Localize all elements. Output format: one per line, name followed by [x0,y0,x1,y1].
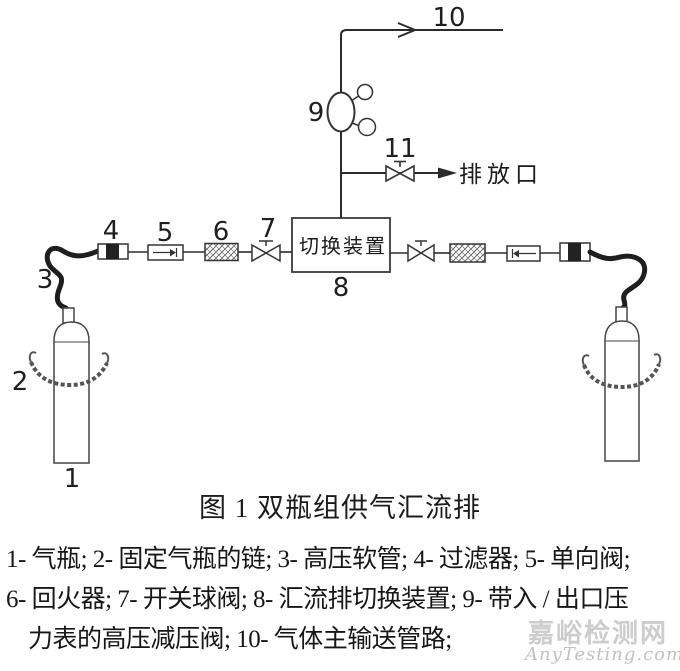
drain-valve-icon [385,160,415,183]
high-pressure-hose-left [44,245,101,311]
main-outlet-pipe [340,22,503,218]
figure-caption: 图 1 双瓶组供气汇流排 [199,493,481,523]
label-6: 6 [213,217,230,247]
figure-legend: 1- 气瓶; 2- 固定气瓶的链; 3- 高压软管; 4- 过滤器; 5- 单向… [6,540,680,660]
check-valve-left-icon [147,244,184,261]
drain-branch [341,160,457,183]
flashback-arrestor-right-icon [449,243,486,263]
watermark-site-name: 嘉峪检测网 [528,619,669,648]
gauge-icon [357,117,377,137]
fixing-chain-left-icon [28,351,110,388]
switch-device-label: 切换装置 [299,235,387,258]
label-9: 9 [308,98,325,128]
discharge-port-label: 排放口 [459,162,543,187]
label-11: 11 [383,134,416,164]
manifold-diagram: 10 9 11 排放口 切换装置 8 [12,3,662,494]
filter-left-icon [97,243,129,260]
label-2: 2 [12,367,29,397]
label-10: 10 [432,3,465,33]
label-4: 4 [103,216,120,246]
ball-valve-left-icon [251,240,281,263]
gas-cylinder-left [53,307,90,464]
legend-line-3: 力表的高压减压阀; 10- 气体主输送管路; [28,626,452,653]
regulator-icon [326,83,377,137]
label-5: 5 [157,218,174,248]
legend-line-2: 6- 回火器; 7- 开关球阀; 8- 汇流排切换装置; 9- 带入 / 出口压 [6,586,629,613]
label-7: 7 [260,214,277,244]
ball-valve-right-icon [407,240,435,263]
check-valve-right-icon [506,245,541,262]
filter-right-icon [559,242,591,262]
flow-arrow-icon [397,22,418,38]
label-8: 8 [333,273,350,303]
fixing-chain-right-icon [581,353,662,390]
flashback-arrestor-left-icon [204,242,239,262]
label-1: 1 [64,464,81,494]
gas-cylinder-right [604,306,640,462]
legend-line-1: 1- 气瓶; 2- 固定气瓶的链; 3- 高压软管; 4- 过滤器; 5- 单向… [6,546,631,573]
high-pressure-hose-right [587,249,648,312]
gauge-icon [356,83,374,101]
flow-arrow-icon [438,167,457,179]
switch-device-box [291,217,391,273]
watermark-site-url: AnyTesting.com [525,644,680,665]
label-3: 3 [37,265,54,295]
